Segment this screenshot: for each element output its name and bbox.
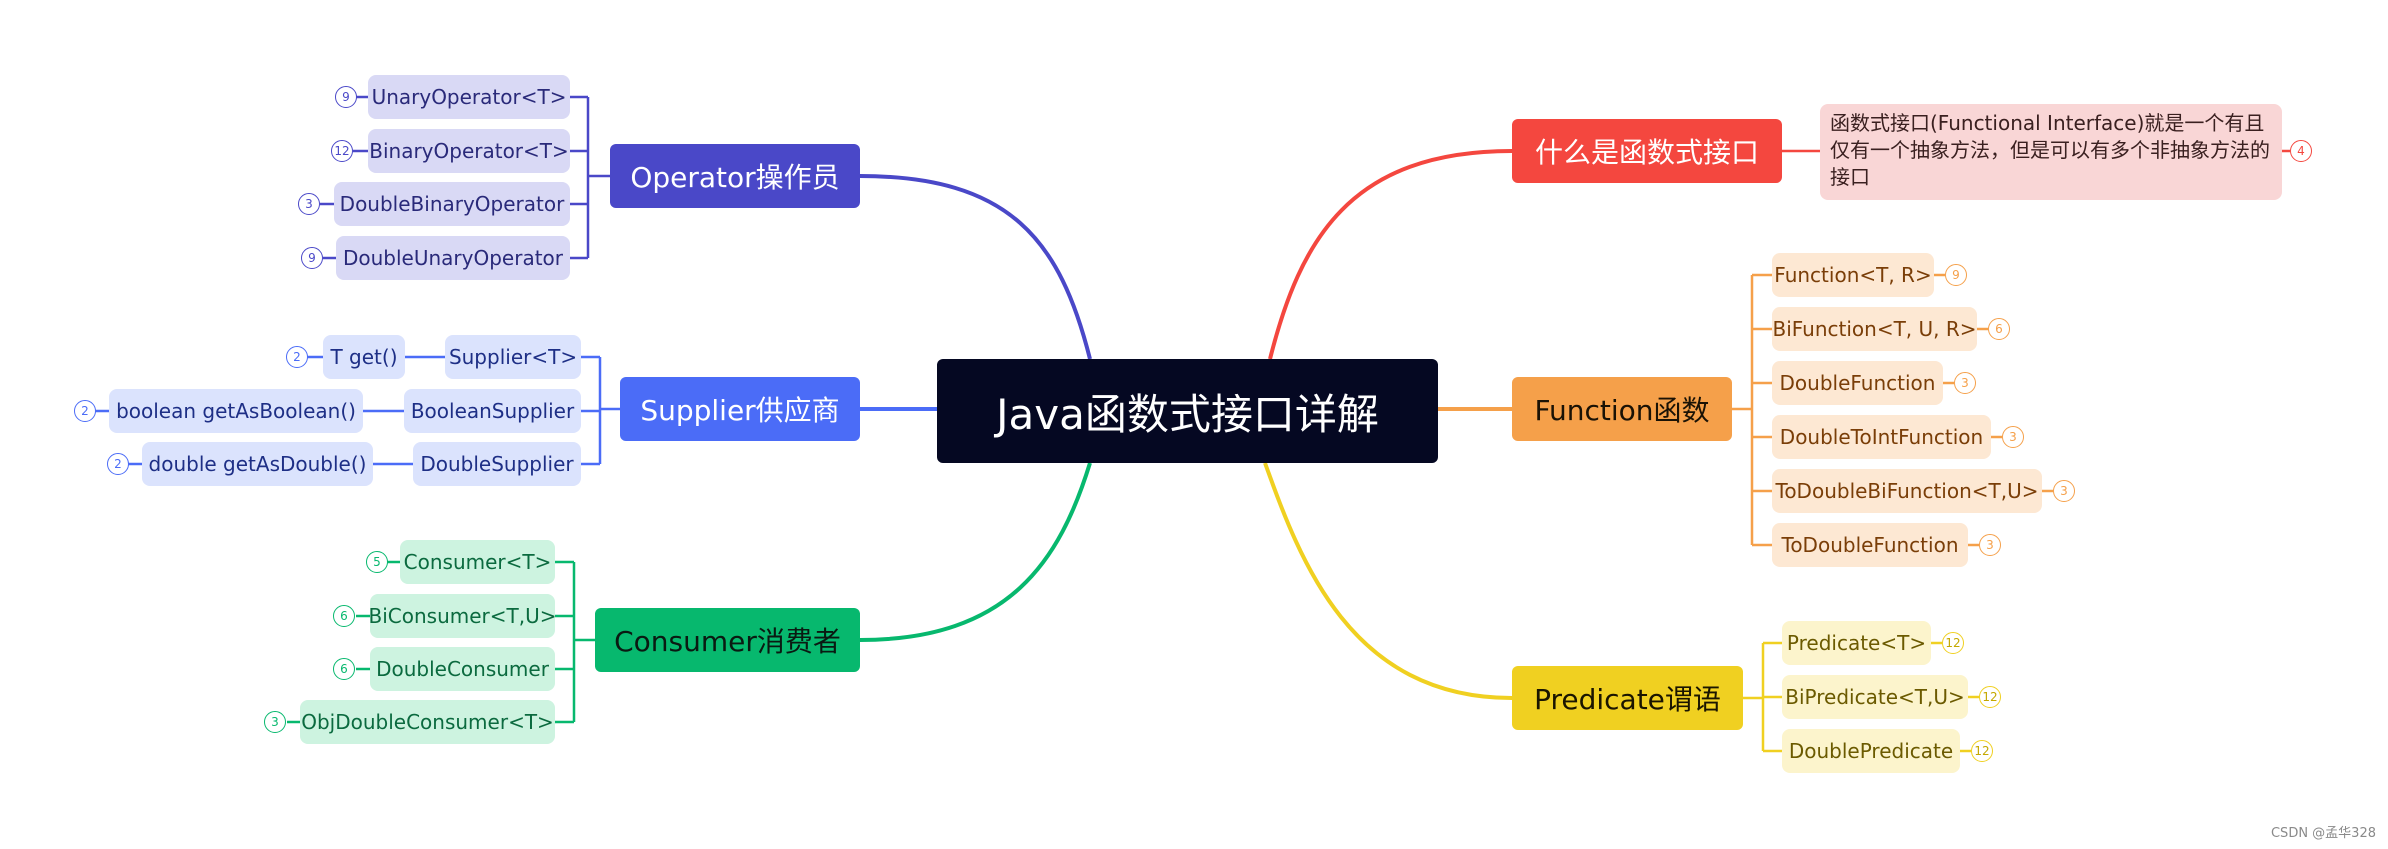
- leaf-function[interactable]: Function<T, R>: [1772, 253, 1934, 297]
- count-badge: 12: [1971, 740, 1993, 762]
- count-badge: 2: [74, 400, 96, 422]
- central-topic[interactable]: Java函数式接口详解: [937, 359, 1438, 463]
- branch-predicate[interactable]: Predicate谓语: [1512, 666, 1743, 730]
- branch-what-is[interactable]: 什么是函数式接口: [1512, 119, 1782, 183]
- branch-function[interactable]: Function函数: [1512, 377, 1732, 441]
- leaf-to-double-function[interactable]: ToDoubleFunction: [1772, 523, 1968, 567]
- leaf-double-function[interactable]: DoubleFunction: [1772, 361, 1943, 405]
- count-badge: 5: [366, 551, 388, 573]
- leaf-bi-predicate[interactable]: BiPredicate<T,U>: [1782, 675, 1968, 719]
- leaf-obj-double-consumer[interactable]: ObjDoubleConsumer<T>: [300, 700, 555, 744]
- count-badge: 12: [331, 140, 353, 162]
- leaf-consumer[interactable]: Consumer<T>: [400, 540, 555, 584]
- leaf-binary-operator[interactable]: BinaryOperator<T>: [368, 129, 570, 173]
- count-badge: 12: [1979, 686, 2001, 708]
- count-badge: 3: [298, 193, 320, 215]
- count-badge: 6: [333, 658, 355, 680]
- count-badge: 9: [301, 247, 323, 269]
- leaf-to-double-bi-function[interactable]: ToDoubleBiFunction<T,U>: [1772, 469, 2042, 513]
- leaf-bi-function[interactable]: BiFunction<T, U, R>: [1772, 307, 1977, 351]
- leaf-unary-operator[interactable]: UnaryOperator<T>: [368, 75, 570, 119]
- leaf-double-predicate[interactable]: DoublePredicate: [1782, 729, 1960, 773]
- leaf-supplier[interactable]: Supplier<T>: [445, 335, 581, 379]
- definition-note[interactable]: 函数式接口(Functional Interface)就是一个有且仅有一个抽象方…: [1820, 104, 2282, 200]
- branch-supplier[interactable]: Supplier供应商: [620, 377, 860, 441]
- method-t-get[interactable]: T get(): [323, 335, 405, 379]
- count-badge: 3: [2053, 480, 2075, 502]
- count-badge: 9: [1945, 264, 1967, 286]
- branch-consumer[interactable]: Consumer消费者: [595, 608, 860, 672]
- method-get-as-boolean[interactable]: boolean getAsBoolean(): [109, 389, 363, 433]
- count-badge: 3: [1979, 534, 2001, 556]
- leaf-predicate[interactable]: Predicate<T>: [1782, 621, 1931, 665]
- count-badge: 4: [2290, 140, 2312, 162]
- count-badge: 12: [1942, 632, 1964, 654]
- method-get-as-double[interactable]: double getAsDouble(): [142, 442, 373, 486]
- leaf-boolean-supplier[interactable]: BooleanSupplier: [404, 389, 581, 433]
- leaf-double-binary-operator[interactable]: DoubleBinaryOperator: [334, 182, 570, 226]
- count-badge: 9: [335, 86, 357, 108]
- branch-operator[interactable]: Operator操作员: [610, 144, 860, 208]
- leaf-double-consumer[interactable]: DoubleConsumer: [370, 647, 555, 691]
- count-badge: 3: [1954, 372, 1976, 394]
- leaf-bi-consumer[interactable]: BiConsumer<T,U>: [369, 594, 557, 638]
- watermark: CSDN @孟华328: [2270, 826, 2376, 841]
- count-badge: 6: [1988, 318, 2010, 340]
- count-badge: 6: [333, 605, 355, 627]
- leaf-double-unary-operator[interactable]: DoubleUnaryOperator: [336, 236, 570, 280]
- count-badge: 3: [2002, 426, 2024, 448]
- count-badge: 3: [264, 711, 286, 733]
- leaf-double-supplier[interactable]: DoubleSupplier: [413, 442, 581, 486]
- leaf-double-to-int-function[interactable]: DoubleToIntFunction: [1772, 415, 1991, 459]
- count-badge: 2: [107, 453, 129, 475]
- count-badge: 2: [286, 346, 308, 368]
